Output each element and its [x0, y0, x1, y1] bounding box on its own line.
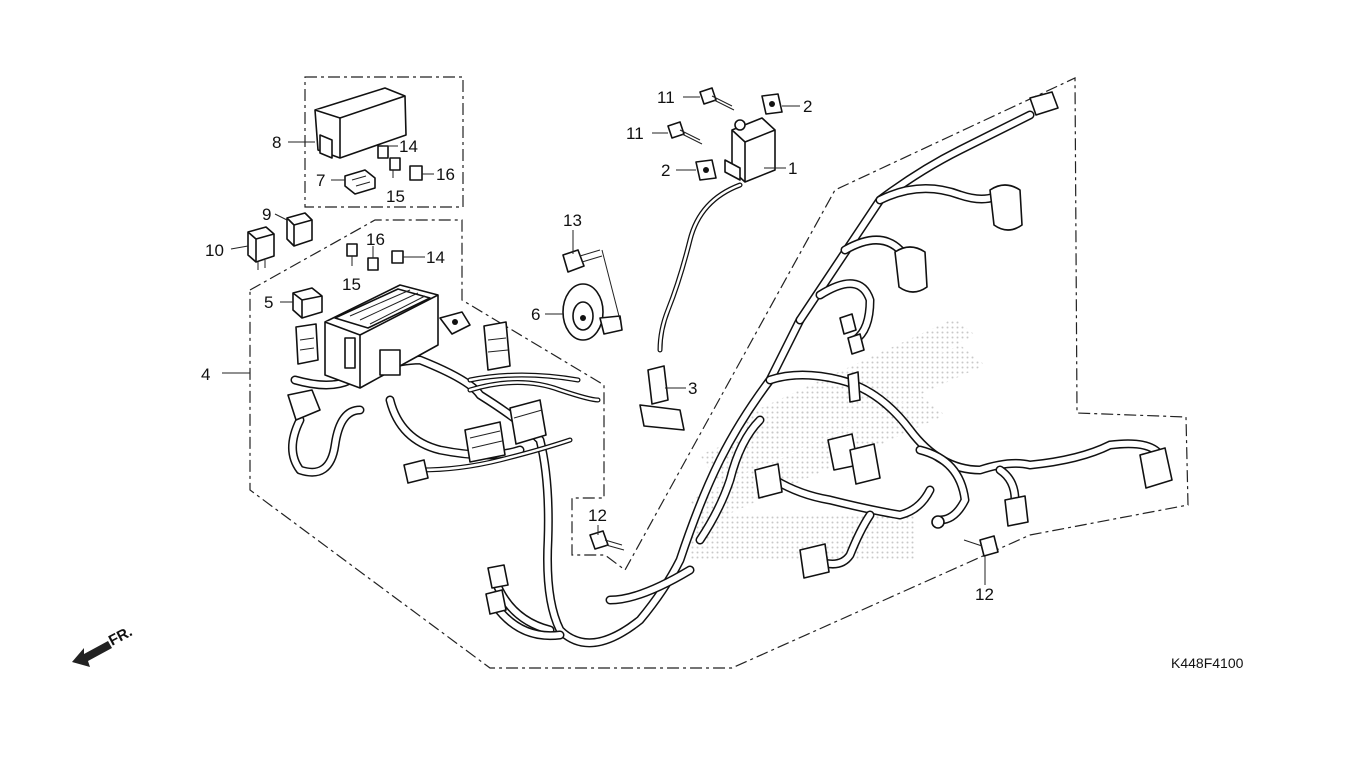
connector-oval-top: [989, 184, 1023, 231]
fuse-16-lower: [367, 257, 379, 271]
ignition-coil: [657, 117, 776, 353]
harness-connector-center-b: [509, 399, 547, 445]
connector-right-end: [1139, 447, 1173, 489]
callout-2-upper: 2: [803, 97, 812, 116]
fuse-7: [344, 169, 376, 195]
main-wire-harness: [288, 315, 805, 648]
callout-16-lower: 16: [366, 230, 385, 249]
callout-7: 7: [316, 171, 325, 190]
fuse-box: [324, 284, 439, 389]
callout-12-left: 12: [588, 506, 607, 525]
wire-harness-group-outline: [249, 77, 1189, 669]
connector-pin-a: [839, 313, 857, 335]
callout-14-lower: 14: [426, 248, 445, 267]
connector-5: [292, 287, 323, 319]
harness-connector-left-upper: [295, 323, 319, 365]
harness-bracket: [439, 311, 471, 335]
callout-9: 9: [262, 205, 271, 224]
fuse-15-top: [389, 157, 401, 171]
bolt-12-left: [589, 530, 625, 551]
leader-lines: [222, 96, 986, 585]
callout-13: 13: [563, 211, 582, 230]
harness-connector-top-right: [483, 321, 511, 371]
bolt-11-upper: [699, 87, 735, 111]
harness-connector-bottom-a: [487, 564, 509, 589]
stay-2-lower: [695, 159, 717, 181]
relay-9: [286, 212, 313, 247]
center-clamp: [847, 371, 861, 403]
callout-6: 6: [531, 305, 540, 324]
fuse-15-lower: [346, 243, 358, 257]
harness-connector-bottom-b: [485, 589, 507, 615]
ground-terminal: [931, 515, 945, 529]
callout-14-top: 14: [399, 137, 418, 156]
callout-10: 10: [205, 241, 224, 260]
callout-1: 1: [788, 159, 797, 178]
stay-2-upper: [761, 93, 783, 115]
spark-plug-cap: [639, 365, 685, 431]
fuse-box-cover: [314, 87, 407, 159]
harness-connector-left-lower: [287, 389, 321, 421]
callout-11-lower: 11: [626, 124, 644, 143]
callout-15-lower: 15: [342, 275, 361, 294]
bolt-11-lower: [667, 121, 703, 145]
figure-code: K448F4100: [1171, 655, 1244, 671]
fuse-box-cover-group-outline: [304, 76, 464, 208]
connector-lower-middle: [799, 543, 830, 579]
connector-oval-mid: [894, 246, 928, 293]
callout-15-top: 15: [386, 187, 405, 206]
callout-4: 4: [201, 365, 210, 384]
connector-left-middle: [754, 463, 783, 499]
callout-5: 5: [264, 293, 273, 312]
callout-8: 8: [272, 133, 281, 152]
bolt-12-right: [963, 535, 999, 557]
callout-3: 3: [688, 379, 697, 398]
fuse-14-top: [377, 145, 389, 159]
honda-watermark: [690, 318, 985, 560]
callout-12-right: 12: [975, 585, 994, 604]
connector-cluster-center: [827, 433, 881, 485]
relay-10: [247, 226, 275, 270]
connector-pin-b: [847, 333, 865, 355]
connector-right-lower: [1004, 495, 1029, 527]
callout-11-upper: 11: [657, 88, 675, 107]
harness-connector-small-c: [403, 459, 429, 484]
fuse-14-lower: [391, 250, 404, 264]
fuse-16-top: [409, 165, 423, 181]
front-direction-arrow: FR.: [72, 623, 135, 667]
callout-2-lower: 2: [661, 161, 670, 180]
connector-far-top-right: [1029, 91, 1059, 116]
harness-connector-center-a: [464, 421, 506, 463]
horn: [562, 283, 623, 341]
right-wire-harness: [695, 110, 1165, 569]
callout-16-top: 16: [436, 165, 455, 184]
